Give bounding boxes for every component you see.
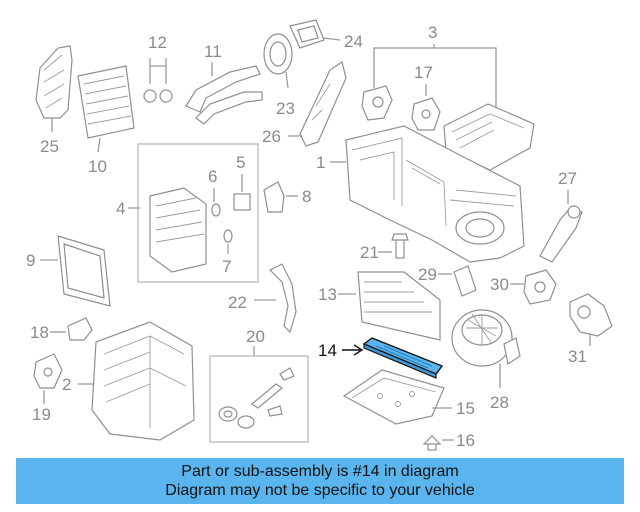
part-27-hose	[539, 205, 583, 263]
part-2-housing	[91, 321, 195, 441]
callout-14: 14	[318, 341, 337, 360]
callout-30: 30	[490, 275, 509, 294]
callout-10: 10	[88, 157, 107, 176]
part-7-oring	[223, 229, 233, 243]
callout-4: 4	[116, 199, 125, 218]
callout-14-arrow	[342, 344, 364, 356]
callout-21: 21	[360, 243, 379, 262]
callout-31: 31	[568, 347, 587, 366]
part-15-tray	[342, 369, 452, 425]
part-17-actuator	[411, 97, 441, 131]
part-24-seal	[289, 19, 341, 49]
callout-25: 25	[40, 137, 59, 156]
part-1-housing	[345, 125, 525, 263]
part-12-clamps	[143, 58, 173, 103]
banner-line-1: Part or sub-assembly is #14 in diagram	[181, 463, 459, 480]
callout-3-leader	[373, 44, 497, 110]
callout-2: 2	[62, 375, 71, 394]
callout-17: 17	[414, 63, 433, 82]
part-13-filter	[357, 271, 441, 341]
callout-11: 11	[204, 42, 222, 61]
part-8-clip	[263, 181, 298, 213]
part-20-group-box	[209, 355, 309, 443]
part-5-valve	[233, 193, 251, 211]
callout-28: 28	[490, 393, 509, 412]
part-28-blower	[451, 309, 521, 388]
info-banner: Part or sub-assembly is #14 in diagram D…	[16, 458, 624, 504]
part-14-highlighted	[362, 337, 444, 379]
part-9-filter	[57, 235, 111, 307]
part-26-bracket	[288, 61, 347, 147]
part-11-pipes	[185, 62, 263, 125]
part-3-actuator-a	[361, 85, 393, 121]
parts-diagram: 25 10 12 11 23 24 26 3	[26, 19, 613, 451]
part-10-heater-core	[77, 65, 135, 153]
callout-1: 1	[316, 153, 325, 172]
callout-16: 16	[456, 431, 475, 450]
callout-13: 13	[318, 285, 337, 304]
callout-20: 20	[246, 327, 265, 346]
part-29-resistor	[453, 265, 477, 297]
callout-22: 22	[228, 293, 247, 312]
part-6-oring	[211, 203, 221, 217]
part-23-seal	[263, 33, 293, 89]
part-31-actuator	[569, 293, 613, 346]
callout-24: 24	[344, 32, 363, 51]
callout-19: 19	[32, 405, 51, 424]
part-25-bracket	[35, 45, 73, 132]
part-21-sensor	[391, 233, 409, 259]
callout-23: 23	[276, 99, 295, 118]
part-19-actuator	[33, 353, 63, 404]
callout-29: 29	[418, 265, 437, 284]
callout-8: 8	[302, 187, 311, 206]
part-4-group-box	[137, 143, 259, 283]
callout-18: 18	[30, 323, 49, 342]
part-18-clip	[67, 317, 93, 341]
callout-3: 3	[428, 23, 437, 42]
callout-5: 5	[236, 153, 245, 172]
part-22-hose	[268, 263, 297, 334]
callout-27: 27	[558, 169, 577, 188]
banner-line-2: Diagram may not be specific to your vehi…	[165, 482, 475, 499]
part-20-seals	[218, 367, 295, 429]
callout-26: 26	[262, 127, 281, 146]
callout-7: 7	[222, 257, 231, 276]
part-30-motor	[523, 269, 557, 305]
part-4-evaporator	[149, 187, 207, 273]
part-16-clip	[422, 435, 454, 451]
callout-15: 15	[456, 399, 475, 418]
part-3-duct	[443, 103, 535, 171]
callout-9: 9	[26, 251, 35, 270]
callout-12: 12	[148, 33, 167, 52]
callout-6: 6	[208, 167, 217, 186]
